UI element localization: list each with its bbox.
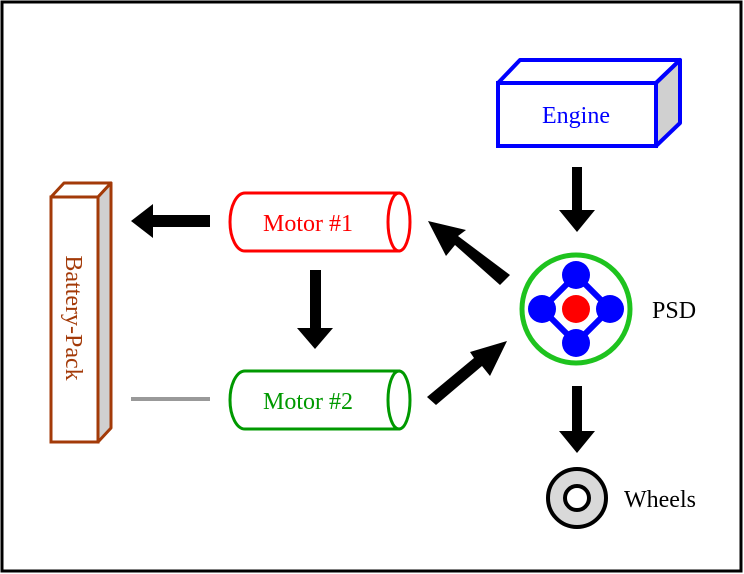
motor2-node: Motor #2: [228, 369, 412, 431]
arrow-motor1-to-battery: [131, 204, 210, 238]
motor2-label: Motor #2: [263, 389, 353, 415]
motor2-body: [228, 369, 400, 431]
battery-label: Battery-Pack: [60, 255, 86, 380]
psd-label: PSD: [652, 298, 696, 324]
battery-node: Battery-Pack: [49, 181, 113, 444]
wheels-label: Wheels: [624, 487, 696, 513]
wheel-hub-icon: [563, 484, 591, 512]
psd-planet-gear: [596, 295, 624, 323]
psd-node: PSD: [519, 252, 696, 366]
motor1-node: Motor #1: [228, 191, 412, 253]
motor1-label: Motor #1: [263, 211, 353, 237]
flow-arrows: [131, 167, 595, 453]
wheels-node: Wheels: [546, 467, 696, 529]
arrow-psd-to-motor1: [428, 221, 510, 285]
arrow-psd-to-wheels: [559, 386, 595, 453]
motor2-end-cap: [386, 369, 412, 431]
engine-top-face: [496, 58, 682, 85]
engine-label: Engine: [542, 103, 610, 129]
battery-side-face: [96, 181, 113, 444]
psd-planet-gear: [562, 261, 590, 289]
arrow-motor1-to-motor2: [297, 270, 333, 349]
battery-front-face: [49, 195, 100, 444]
psd-sun-gear: [562, 295, 590, 323]
engine-front-face: [496, 81, 658, 148]
motor1-end-cap: [386, 191, 412, 253]
psd-planet-gear: [562, 329, 590, 357]
psd-planet-gear: [528, 295, 556, 323]
motor1-body: [228, 191, 400, 253]
engine-node: Engine: [496, 58, 682, 148]
arrow-engine-to-psd: [559, 167, 595, 232]
arrow-motor2-to-psd: [427, 341, 507, 405]
